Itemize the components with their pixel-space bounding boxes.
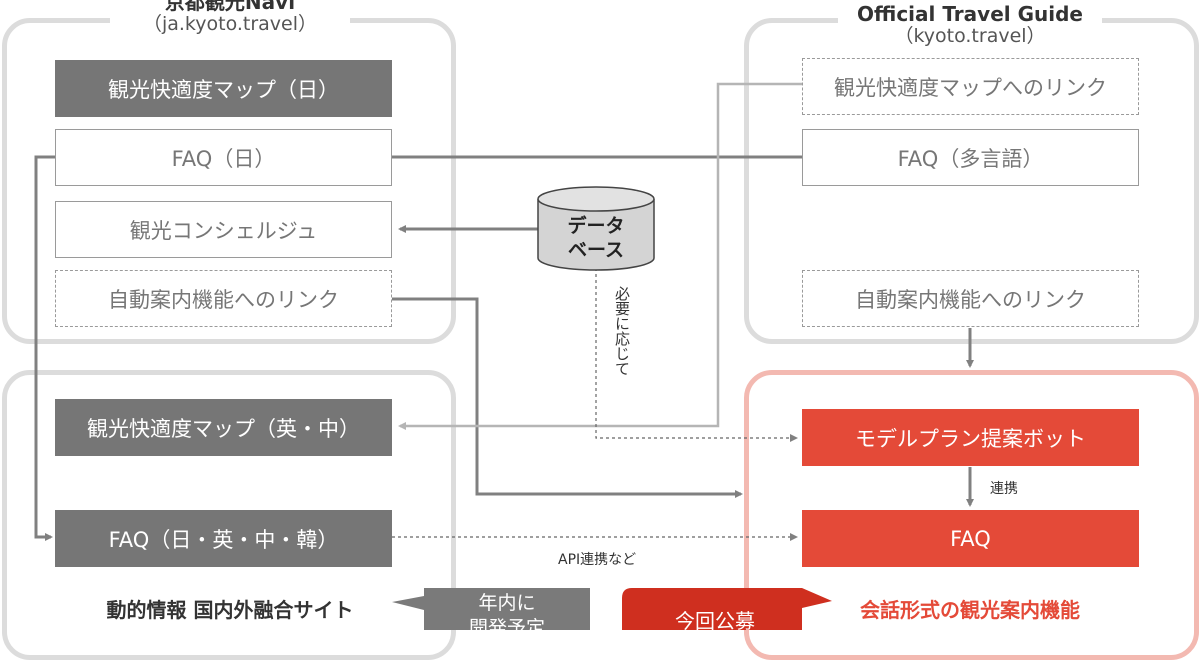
auto-link-left-box: 自動案内機能へのリンク	[55, 270, 392, 327]
fusion-site-title: 動的情報 国内外融合サイト	[60, 594, 400, 623]
map-jp-box: 観光快適度マップ（日）	[55, 60, 392, 117]
kyoto-navi-title: 京都観光Navi （ja.kyoto.travel）	[110, 0, 350, 36]
faq-left-rail	[34, 155, 55, 541]
official-guide-url: （kyoto.travel）	[894, 25, 1046, 47]
auto-link-right-box: 自動案内機能へのリンク	[802, 270, 1139, 327]
within-year-line-1: 年内に	[478, 592, 536, 614]
callout-shapes	[392, 588, 832, 630]
connector-lines	[34, 82, 974, 541]
map-link-box: 観光快適度マップへのリンク	[802, 58, 1139, 115]
conversation-guide-title: 会話形式の観光案内機能	[810, 594, 1130, 623]
api-label: API連携など	[558, 552, 637, 568]
database-label-2: ベース	[567, 238, 625, 261]
official-guide-name: Official Travel Guide	[857, 2, 1083, 26]
faq-jp-box: FAQ（日）	[55, 129, 392, 186]
database-label-1: データ	[567, 215, 625, 237]
within-year-callout: 年内に 開発予定	[424, 591, 590, 640]
map-en-zh-box: 観光快適度マップ（英・中）	[55, 399, 392, 456]
kyoto-navi-name: 京都観光Navi	[164, 0, 296, 14]
database-icon	[537, 186, 655, 271]
this-call-callout-shape	[622, 588, 832, 630]
within-year-line-2: 開発予定	[468, 616, 545, 639]
as-needed-label: 必要に応じて	[613, 286, 631, 376]
official-guide-title: Official Travel Guide （kyoto.travel）	[838, 3, 1102, 48]
within-year-callout-shape	[392, 588, 590, 630]
auto-link-to-bot	[392, 297, 743, 498]
integration-label: 連携	[990, 481, 1018, 497]
faq-multi-box: FAQ（日・英・中・韓）	[55, 510, 392, 567]
kyoto-navi-url: （ja.kyoto.travel）	[142, 13, 318, 35]
this-call-callout: 今回公募	[675, 609, 755, 633]
faq-multilang-box: FAQ（多言語）	[802, 129, 1139, 186]
concierge-box: 観光コンシェルジュ	[55, 201, 392, 258]
faq-bot-box: FAQ	[802, 510, 1139, 567]
model-plan-bot-box: モデルプラン提案ボット	[802, 409, 1139, 466]
map-link-line	[398, 82, 802, 430]
database-label: データ ベース	[538, 215, 654, 263]
as-needed-dashed	[595, 268, 798, 442]
